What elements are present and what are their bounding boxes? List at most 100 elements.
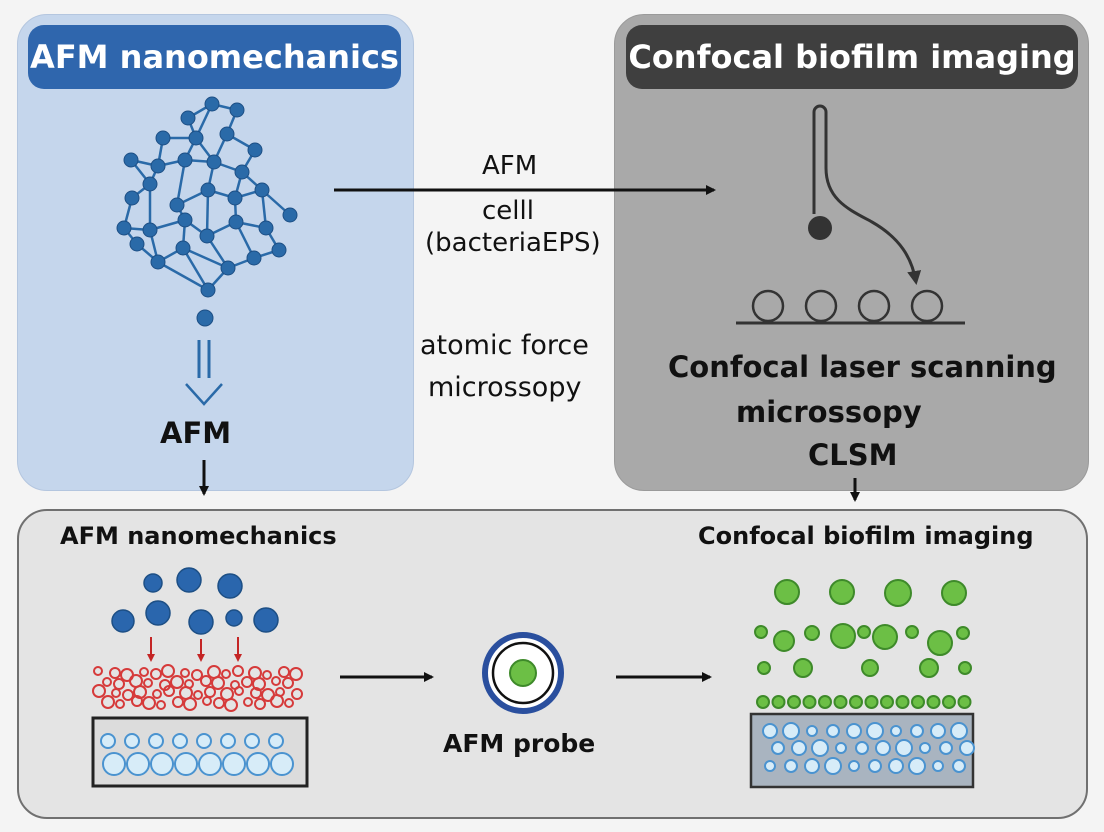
network-link bbox=[157, 260, 209, 292]
blue-cell bbox=[217, 573, 243, 599]
substrate-bubble bbox=[932, 760, 944, 772]
confocal-panel bbox=[614, 14, 1089, 491]
green-cell bbox=[926, 695, 941, 709]
green-cell bbox=[919, 658, 939, 678]
falling-cells-icon bbox=[111, 567, 279, 635]
network-node bbox=[200, 282, 216, 298]
eps-particle bbox=[180, 668, 190, 678]
left-substrate-icon bbox=[91, 716, 309, 788]
substrate-bubble bbox=[196, 733, 212, 749]
blue-cell bbox=[188, 609, 214, 635]
substrate-bubble bbox=[952, 759, 966, 773]
eps-particle bbox=[221, 669, 231, 679]
network-node bbox=[234, 164, 250, 180]
green-cell bbox=[861, 659, 879, 677]
substrate-bubble bbox=[220, 733, 236, 749]
network-node bbox=[169, 197, 185, 213]
substrate-bubble bbox=[826, 724, 840, 738]
afm-probe-icon bbox=[482, 632, 564, 714]
confocal-probe-icon bbox=[736, 104, 965, 325]
eps-particle bbox=[213, 697, 225, 709]
network-node bbox=[124, 190, 140, 206]
afm-label: AFM bbox=[160, 416, 232, 450]
network-node bbox=[258, 220, 274, 236]
blue-cell bbox=[253, 607, 279, 633]
eps-particle bbox=[243, 697, 253, 707]
substrate-bubble bbox=[848, 760, 860, 772]
network-link bbox=[205, 189, 210, 237]
eps-particle bbox=[142, 696, 156, 710]
eps-particle bbox=[92, 684, 106, 698]
atomic-force-line1: atomic force bbox=[420, 330, 589, 361]
network-node bbox=[123, 152, 139, 168]
green-cell bbox=[754, 625, 768, 639]
substrate-bubble bbox=[806, 725, 818, 737]
network-node bbox=[180, 110, 196, 126]
network-node bbox=[246, 250, 262, 266]
eps-particle bbox=[200, 675, 212, 687]
substrate-bubble bbox=[126, 752, 150, 776]
network-link bbox=[181, 247, 210, 291]
green-cell bbox=[927, 630, 953, 656]
eps-particle bbox=[232, 665, 244, 677]
blue-cell bbox=[111, 609, 135, 633]
substrate-bubble bbox=[244, 733, 260, 749]
blue-cell bbox=[145, 600, 171, 626]
network-node bbox=[199, 228, 215, 244]
substrate-bubble bbox=[950, 722, 968, 740]
confocal-panel-title: Confocal biofilm imaging bbox=[626, 25, 1078, 89]
substrate-bubble bbox=[835, 742, 847, 754]
substrate-bubble bbox=[875, 740, 891, 756]
substrate-bubble bbox=[888, 758, 904, 774]
eps-particle bbox=[131, 695, 143, 707]
green-cell bbox=[804, 625, 820, 641]
network-node bbox=[196, 309, 214, 327]
network-node bbox=[177, 152, 193, 168]
eps-particle bbox=[150, 668, 162, 680]
substrate-bubble bbox=[824, 757, 842, 775]
green-cell bbox=[787, 695, 801, 709]
green-cell bbox=[864, 695, 879, 709]
eps-particle bbox=[291, 688, 303, 700]
substrate-bubble bbox=[762, 723, 778, 739]
eps-particle bbox=[278, 666, 290, 678]
eps-particle bbox=[241, 676, 253, 688]
network-node bbox=[247, 142, 263, 158]
substrate-bubble bbox=[268, 733, 284, 749]
atomic-force-line2: microssopy bbox=[428, 372, 582, 403]
eps-particle bbox=[289, 667, 303, 681]
green-cell bbox=[774, 579, 800, 605]
green-cell bbox=[911, 695, 925, 709]
network-link bbox=[182, 246, 229, 270]
green-cell bbox=[857, 625, 871, 639]
eps-particle bbox=[262, 670, 272, 680]
afm-panel-title: AFM nanomechanics bbox=[28, 25, 401, 89]
bottom-right-title: Confocal biofilm imaging bbox=[698, 522, 1034, 550]
eps-particle bbox=[122, 689, 134, 701]
clsm-caption-line2: microssopy bbox=[736, 395, 922, 429]
substrate-bubble bbox=[868, 759, 882, 773]
substrate-bubble bbox=[939, 741, 953, 755]
network-node bbox=[142, 176, 158, 192]
eps-particle bbox=[191, 669, 203, 681]
network-node bbox=[282, 207, 298, 223]
green-cell bbox=[830, 623, 856, 649]
green-cell bbox=[957, 695, 972, 709]
green-cell bbox=[905, 625, 919, 639]
green-cell bbox=[818, 695, 832, 709]
eps-particle bbox=[183, 697, 197, 711]
network-node bbox=[177, 212, 193, 228]
green-cell bbox=[880, 695, 894, 709]
green-cell bbox=[829, 579, 855, 605]
substrate-bubble bbox=[804, 758, 820, 774]
bottom-left-title: AFM nanomechanics bbox=[60, 522, 337, 550]
eps-particle bbox=[93, 666, 103, 676]
network-node bbox=[129, 236, 145, 252]
clsm-caption-line3: CLSM bbox=[808, 438, 898, 472]
eps-particle bbox=[193, 690, 203, 700]
substrate-bubble bbox=[172, 733, 188, 749]
substrate-bubble bbox=[270, 752, 294, 776]
substrate-bubble bbox=[771, 741, 785, 755]
network-node bbox=[150, 254, 166, 270]
